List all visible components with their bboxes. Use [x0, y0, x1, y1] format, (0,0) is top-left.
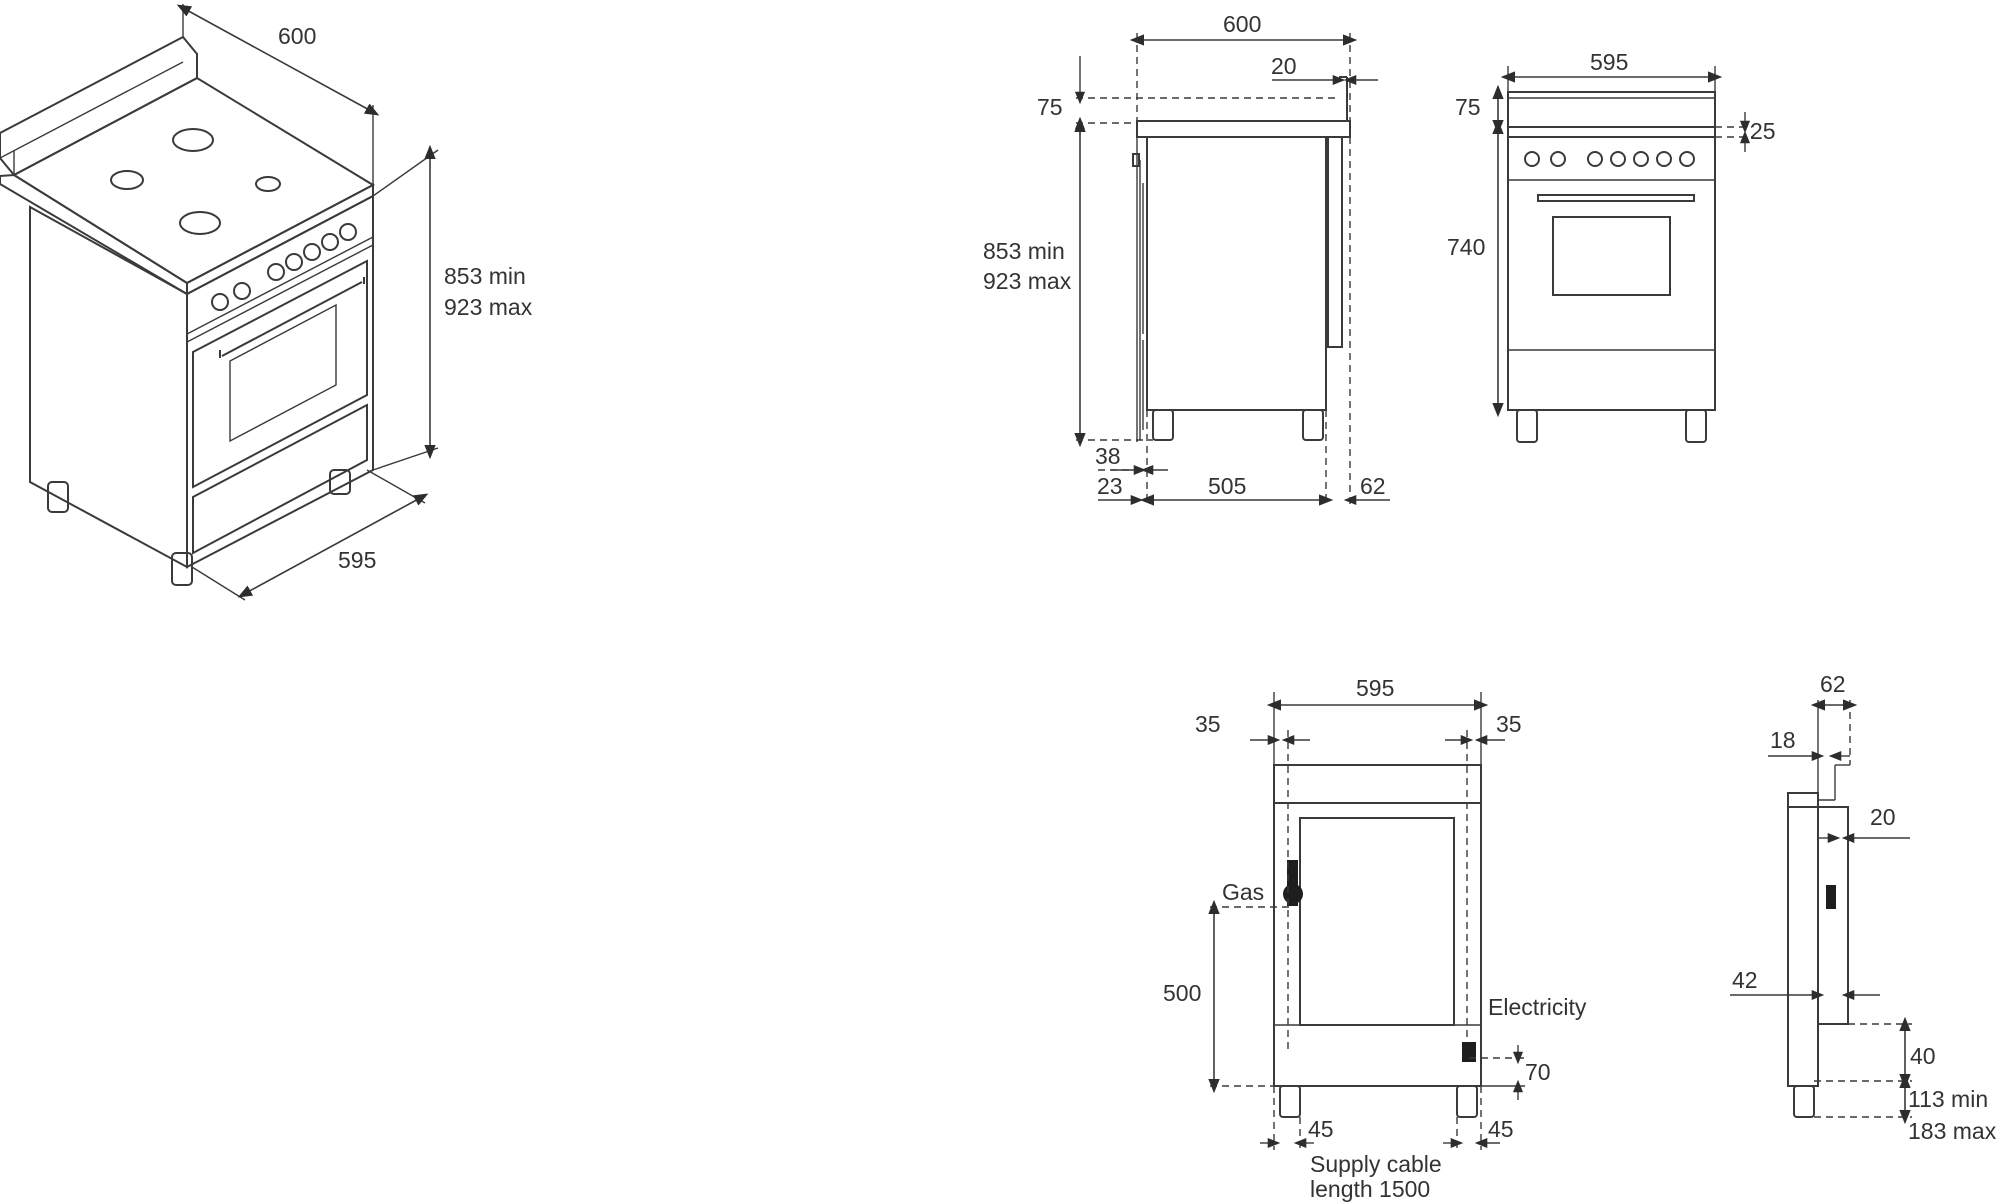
- side-backguard-height-label: 75: [1037, 94, 1063, 120]
- side-backguard-depth-label: 20: [1271, 53, 1297, 79]
- supply-cable-label-line2: length 1500: [1310, 1176, 1430, 1202]
- knob-icon: [267, 263, 285, 281]
- burner-icon: [255, 176, 281, 192]
- supply-cable-label-line1: Supply cable: [1310, 1151, 1442, 1177]
- iso-width-bottom-label: 595: [338, 547, 376, 573]
- side-height-min-label: 853 min: [983, 238, 1065, 264]
- gas-connector-icon: [1287, 860, 1298, 906]
- iso-width-top-label: 600: [278, 23, 316, 49]
- knob-icon: [285, 253, 303, 271]
- gas-height-label: 500: [1163, 980, 1201, 1006]
- knob-icon: [303, 243, 321, 261]
- rear-side-foot-max-label: 183 max: [1908, 1118, 1997, 1144]
- rear-side-foot-min-label: 113 min: [1908, 1086, 1988, 1112]
- front-panel-height-label: 25: [1750, 118, 1776, 144]
- rear-side-backguard-depth-label: 20: [1870, 804, 1896, 830]
- side-front-offset-upper-label: 38: [1095, 443, 1121, 469]
- rear-side-connection-height-label: 40: [1910, 1043, 1936, 1069]
- iso-height-min-label: 853 min: [444, 263, 526, 289]
- rear-left-margin-label: 35: [1195, 711, 1221, 737]
- connector-icon: [1826, 885, 1836, 909]
- rear-view: 595 35 35 Gas 500 Electricity 70 45: [1163, 675, 1587, 1202]
- rear-right-foot-offset-label: 45: [1488, 1116, 1514, 1142]
- rear-width-label: 595: [1356, 675, 1394, 701]
- side-height-max-label: 923 max: [983, 268, 1072, 294]
- rear-right-margin-label: 35: [1496, 711, 1522, 737]
- knob-icon: [1524, 151, 1540, 167]
- front-backguard-height-label: 75: [1455, 94, 1481, 120]
- iso-height-max-label: 923 max: [444, 294, 533, 320]
- electricity-connector-icon: [1462, 1042, 1476, 1062]
- burner-icon: [172, 128, 214, 152]
- isometric-view: 600 853 min 923 max 595: [0, 4, 533, 601]
- knob-icon: [1679, 151, 1695, 167]
- side-body-depth-label: 505: [1208, 473, 1246, 499]
- burner-icon: [110, 170, 144, 190]
- front-width-label: 595: [1590, 49, 1628, 75]
- front-view: 595 75 25 740: [1447, 49, 1776, 443]
- rear-side-top-width-label: 62: [1820, 671, 1846, 697]
- rear-side-view: 62 18 20 42 40 113 min 183 max: [1730, 671, 1997, 1144]
- side-rear-offset-label: 62: [1360, 473, 1386, 499]
- electricity-height-label: 70: [1525, 1059, 1551, 1085]
- knob-icon: [1633, 151, 1649, 167]
- side-view: 600 20 75 853 min 923 max 38 23 505 62: [983, 11, 1390, 506]
- knob-icon: [1587, 151, 1603, 167]
- oven-window: [1552, 216, 1671, 296]
- burner-icon: [179, 211, 221, 235]
- knob-icon: [1550, 151, 1566, 167]
- knob-icon: [321, 233, 339, 251]
- rear-side-lower-offset-label: 42: [1732, 967, 1758, 993]
- knob-icon: [1656, 151, 1672, 167]
- gas-label: Gas: [1222, 879, 1264, 905]
- knob-icon: [339, 223, 357, 241]
- side-depth-label: 600: [1223, 11, 1261, 37]
- rear-left-foot-offset-label: 45: [1308, 1116, 1334, 1142]
- side-front-offset-lower-label: 23: [1097, 473, 1123, 499]
- knob-icon: [1610, 151, 1626, 167]
- electricity-label: Electricity: [1488, 994, 1587, 1020]
- rear-side-upper-offset-label: 18: [1770, 727, 1796, 753]
- front-body-height-label: 740: [1447, 234, 1485, 260]
- knob-icon: [233, 282, 251, 300]
- knob-icon: [211, 293, 229, 311]
- oven-handle: [1537, 194, 1695, 202]
